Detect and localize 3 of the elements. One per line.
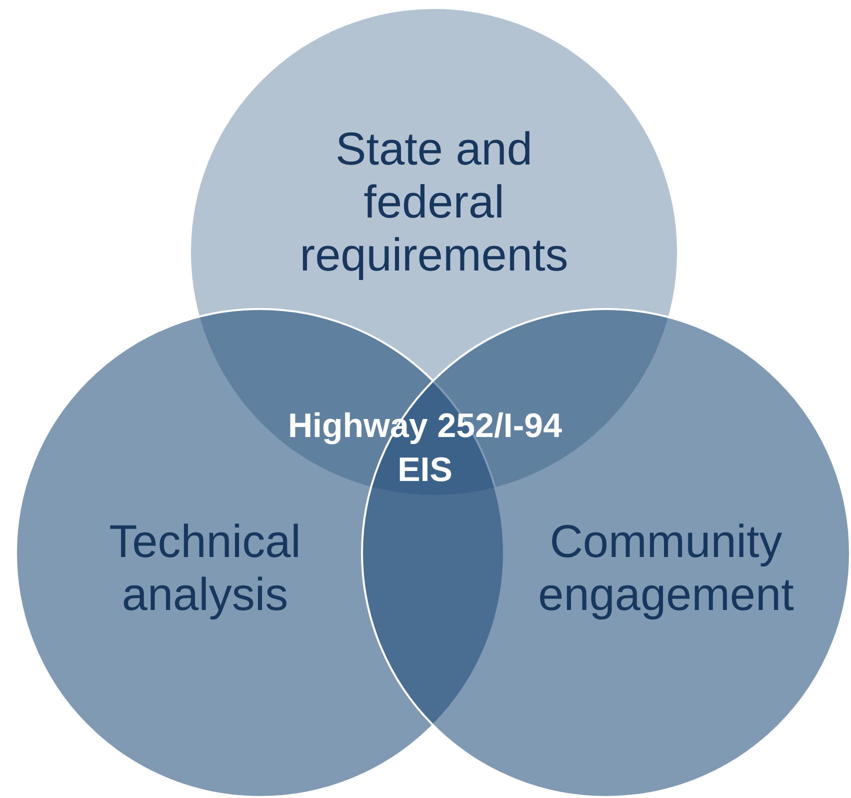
- circle-label: State and federal requirements: [298, 122, 570, 282]
- circle-label: Technical analysis: [108, 515, 302, 621]
- circle-label: Community engagement: [537, 515, 795, 621]
